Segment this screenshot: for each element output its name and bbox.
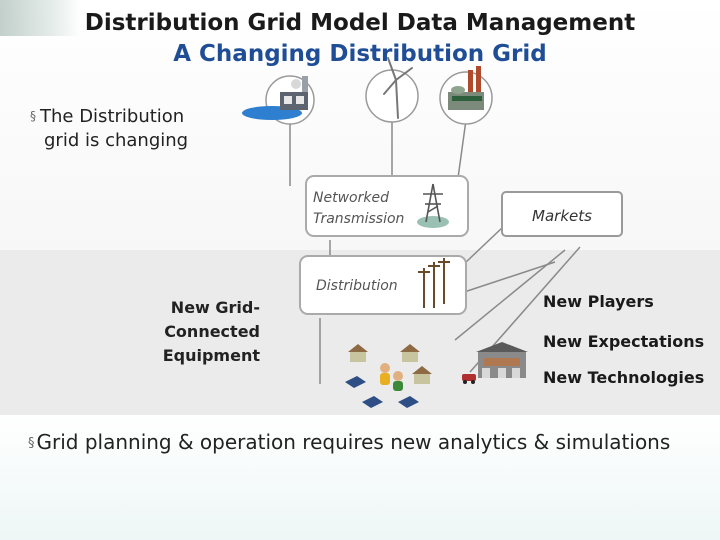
new-equipment-line-2: Connected [164,322,260,341]
bullet-planning-text: Grid planning & operation requires new a… [36,430,671,454]
utility-poles-icon [418,258,450,308]
factory-icon [242,76,308,120]
power-plant-icon [448,66,484,110]
distribution-label: Distribution [316,278,398,294]
new-technologies-label: New Technologies [543,368,705,387]
solar-panel-icon [362,396,383,408]
person-icon [380,363,390,385]
line-plant-to-transmission [457,119,467,179]
bullet-planning-operation: §Grid planning & operation requires new … [28,430,670,454]
connection-lines [289,118,581,384]
transmission-tower-icon [417,183,449,228]
solar-panel-icon [398,396,419,408]
house-icon [400,344,420,362]
networked-label-line-2: Transmission [313,211,404,227]
background-bottom [0,415,720,540]
page-title: Distribution Grid Model Data Management [84,10,636,36]
bullet-line-2: grid is changing [44,130,189,151]
page-subtitle: A Changing Distribution Grid [173,41,547,67]
bullet-marker: § [28,436,35,451]
wind-turbine-icon [383,57,413,119]
solar-panel-icon [345,376,366,388]
electric-car-icon [462,374,476,384]
bullet-marker: § [30,109,36,123]
bullet-line-1: The Distribution [40,106,185,127]
new-players-label: New Players [543,292,654,311]
turbine-circle [365,69,419,123]
house-icon [412,366,432,384]
networked-transmission-box [305,175,469,237]
house-icon [348,344,368,362]
networked-label-line-1: Networked [313,190,389,206]
storefront-icon [476,342,528,378]
corner-photo [0,0,80,36]
bullet-distribution-changing: § The Distribution grid is changing [30,104,250,153]
new-equipment-line-1: New Grid- [170,298,260,317]
line-distribution-to-markets [464,226,504,264]
new-expectations-label: New Expectations [543,332,705,351]
new-equipment-label: New Grid- Connected Equipment [150,296,260,368]
markets-box [501,191,623,237]
person-icon [393,371,403,391]
line-to-expectations [454,249,566,341]
new-equipment-line-3: Equipment [162,346,260,365]
markets-label: Markets [532,207,592,225]
